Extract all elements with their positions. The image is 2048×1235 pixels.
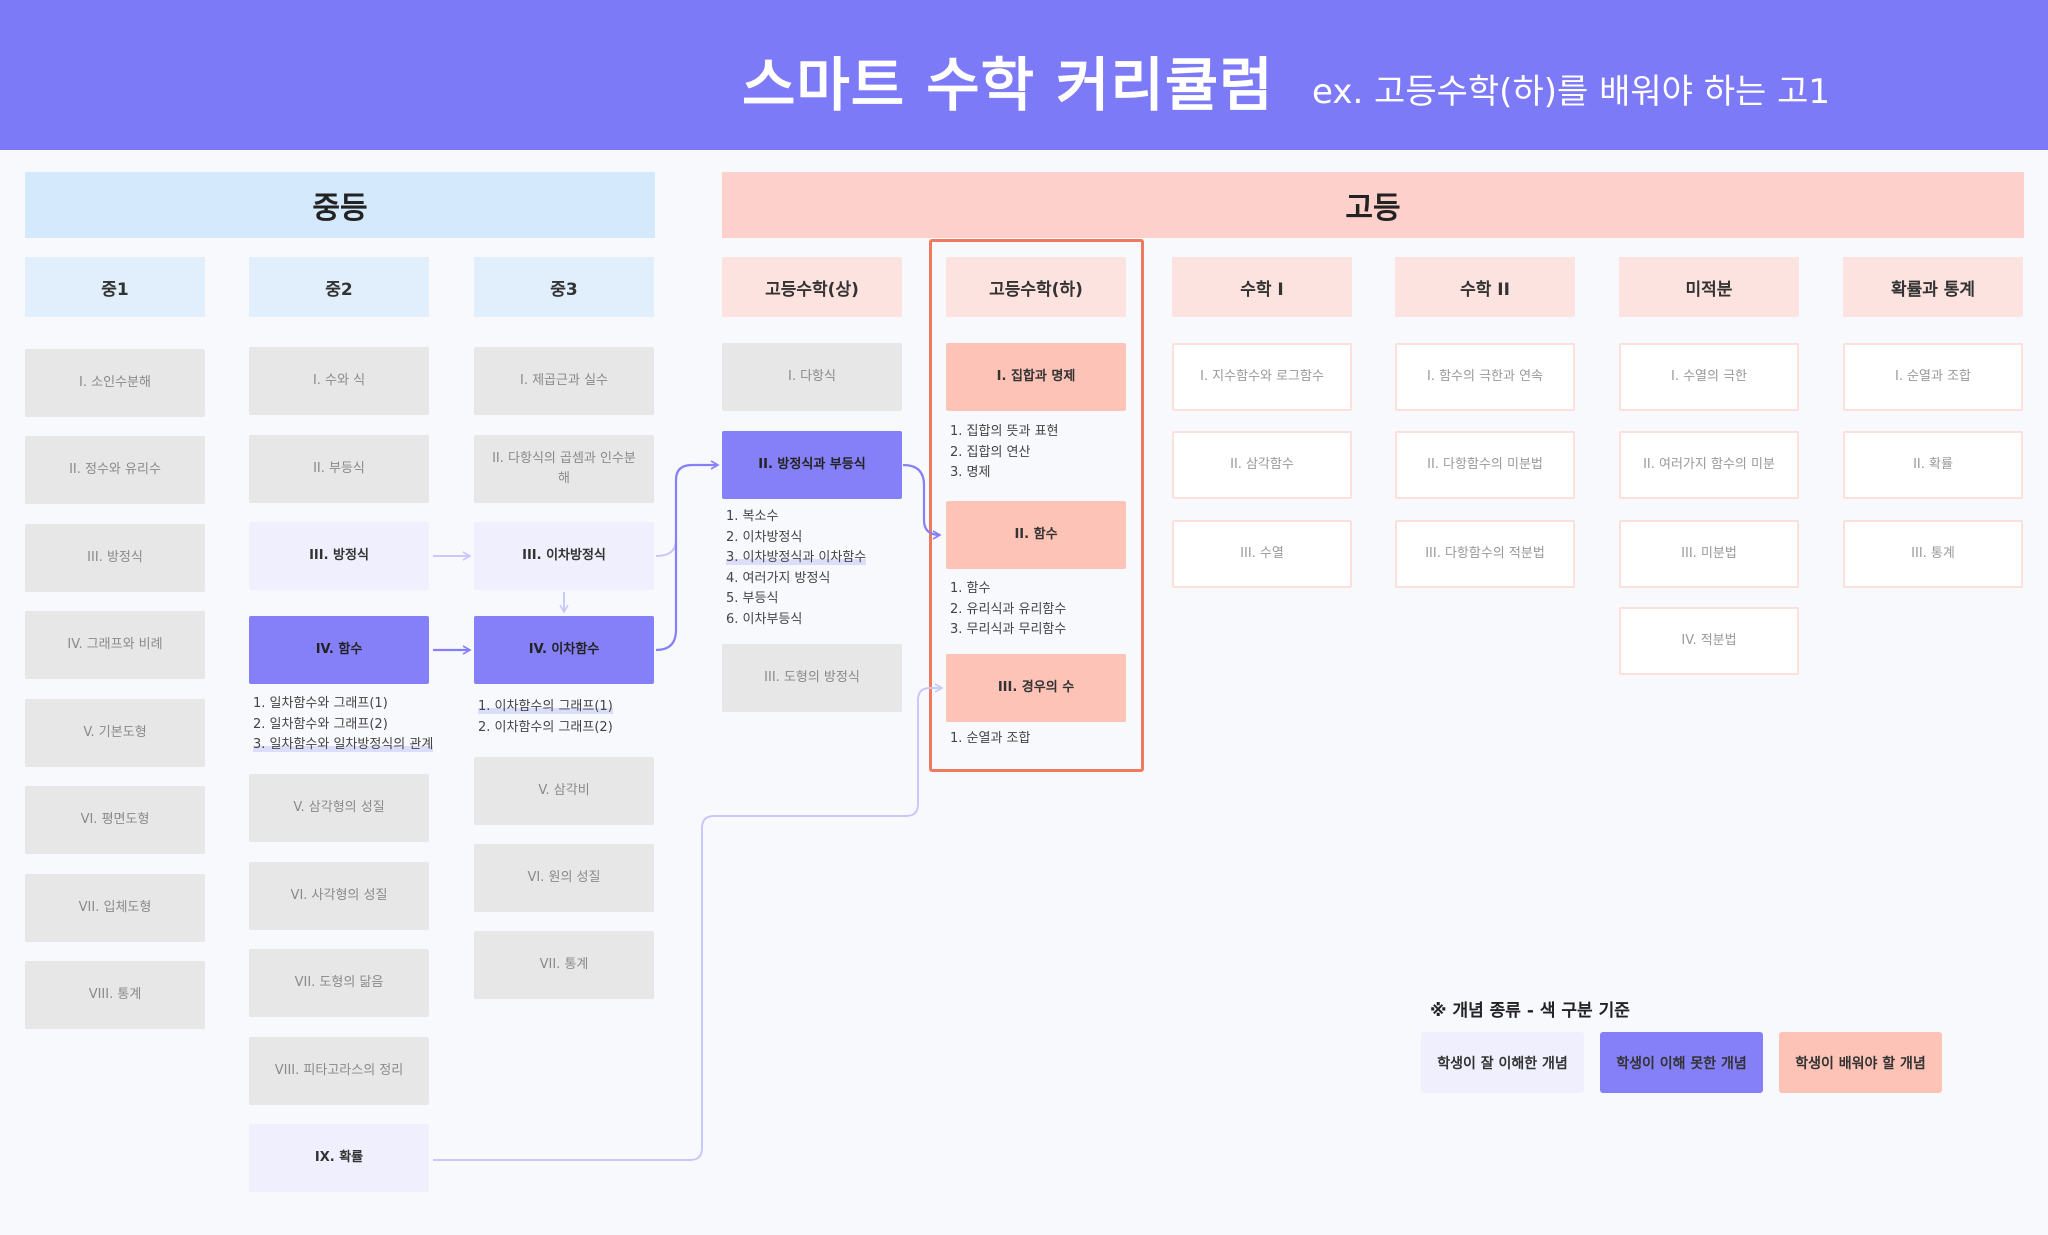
unit-box-m2-8[interactable]: VIII. 피타고라스의 정리 [249, 1037, 429, 1105]
unit-box-m1-3[interactable]: III. 방정식 [25, 524, 205, 592]
unit-box-h2-2[interactable]: II. 삼각함수 [1172, 431, 1352, 499]
subtopic-item: 3. 이차방정식과 이차함수 [726, 550, 867, 565]
unit-box-h2-1[interactable]: I. 지수함수와 로그함수 [1172, 343, 1352, 411]
subtopic-item: 1. 복소수 [726, 509, 779, 524]
unit-box-h3-1[interactable]: I. 함수의 극한과 연속 [1395, 343, 1575, 411]
column-header-h1: 고등수학(하) [946, 257, 1126, 317]
subtopic-item: 2. 집합의 연산 [950, 444, 1031, 460]
header-bar: 스마트 수학 커리큘럼 ex. 고등수학(하)를 배워야 하는 고1 [0, 0, 2048, 150]
column-header-h0: 고등수학(상) [722, 257, 902, 317]
unit-box-h1-1[interactable]: I. 집합과 명제 [946, 343, 1126, 411]
unit-box-h4-4[interactable]: IV. 적분법 [1619, 607, 1799, 675]
unit-box-m1-1[interactable]: I. 소인수분해 [25, 349, 205, 417]
subtopic-item: 1. 일차함수와 그래프(1) [253, 696, 388, 711]
subtopic-item: 3. 명제 [950, 465, 991, 480]
legend-not-understood: 학생이 이해 못한 개념 [1600, 1032, 1763, 1093]
subtopic-list-h1-sub2: 1. 함수 2. 유리식과 유리함수 3. 무리식과 무리함수 [950, 579, 1066, 641]
subtopic-list-h1-sub1: 1. 집합의 뜻과 표현 2. 집합의 연산 3. 명제 [950, 422, 1059, 484]
unit-box-h5-1[interactable]: I. 순열과 조합 [1843, 343, 2023, 411]
subtopic-item: 3. 일차함수와 일차방정식의 관계 [253, 737, 434, 752]
unit-box-h4-1[interactable]: I. 수열의 극한 [1619, 343, 1799, 411]
unit-box-m2-5[interactable]: V. 삼각형의 성질 [249, 774, 429, 842]
legend-understood: 학생이 잘 이해한 개념 [1421, 1032, 1584, 1093]
unit-box-m2-4[interactable]: IV. 함수 [249, 616, 429, 684]
unit-box-h0-1[interactable]: I. 다항식 [722, 343, 902, 411]
column-header-h3: 수학 II [1395, 257, 1575, 317]
unit-box-m3-6[interactable]: VI. 원의 성질 [474, 844, 654, 912]
unit-box-h1-2[interactable]: II. 함수 [946, 501, 1126, 569]
subtopic-item: 3. 무리식과 무리함수 [950, 622, 1067, 637]
subtopic-list-h1-sub3: 1. 순열과 조합 [950, 729, 1030, 750]
unit-box-h5-3[interactable]: III. 통계 [1843, 520, 2023, 588]
subtopic-item: 2. 이차방정식 [726, 529, 803, 545]
column-header-h5: 확률과 통계 [1843, 257, 2023, 317]
unit-box-m1-5[interactable]: V. 기본도형 [25, 699, 205, 767]
unit-box-m2-6[interactable]: VI. 사각형의 성질 [249, 862, 429, 930]
subtopic-item: 2. 일차함수와 그래프(2) [253, 716, 388, 732]
column-header-m3: 중3 [474, 257, 654, 317]
column-header-m1: 중1 [25, 257, 205, 317]
unit-box-m3-2[interactable]: II. 다항식의 곱셈과 인수분해 [474, 435, 654, 503]
unit-box-m2-9[interactable]: IX. 확률 [249, 1124, 429, 1192]
page-title: 스마트 수학 커리큘럼 [742, 51, 1274, 119]
arrow-m3-quad-eq-to-h0-eq [655, 464, 718, 557]
unit-box-m3-5[interactable]: V. 삼각비 [474, 757, 654, 825]
unit-box-h3-3[interactable]: III. 다항함수의 적분법 [1395, 520, 1575, 588]
legend-title: ※ 개념 종류 - 색 구분 기준 [1430, 1001, 1630, 1021]
unit-box-h2-3[interactable]: III. 수열 [1172, 520, 1352, 588]
subtopic-item: 1. 함수 [950, 581, 991, 596]
subtopic-item: 1. 집합의 뜻과 표현 [950, 424, 1059, 439]
section-middle-school: 중등 [25, 172, 655, 238]
subtopic-item: 2. 이차함수의 그래프(2) [478, 719, 613, 735]
unit-box-h4-2[interactable]: II. 여러가지 함수의 미분 [1619, 431, 1799, 499]
unit-box-h0-2[interactable]: II. 방정식과 부등식 [722, 431, 902, 499]
subtopic-item: 6. 이차부등식 [726, 611, 803, 627]
page-subtitle: ex. 고등수학(하)를 배워야 하는 고1 [1312, 72, 1830, 112]
subtopic-item: 4. 여러가지 방정식 [726, 570, 831, 586]
subtopic-item: 5. 부등식 [726, 591, 779, 606]
unit-box-h4-3[interactable]: III. 미분법 [1619, 520, 1799, 588]
arrow-m3-quad-fn-to-h0-eq [655, 460, 720, 652]
column-header-m2: 중2 [249, 257, 429, 317]
unit-box-h0-3[interactable]: III. 도형의 방정식 [722, 644, 902, 712]
unit-box-m3-1[interactable]: I. 제곱근과 실수 [474, 347, 654, 415]
unit-box-m1-6[interactable]: VI. 평면도형 [25, 786, 205, 854]
unit-box-m3-7[interactable]: VII. 통계 [474, 931, 654, 999]
subtopic-item: 2. 유리식과 유리함수 [950, 601, 1067, 617]
unit-box-h3-2[interactable]: II. 다항함수의 미분법 [1395, 431, 1575, 499]
subtopic-list-m2-sub: 1. 일차함수와 그래프(1) 2. 일차함수와 그래프(2) 3. 일차함수와 일… [253, 694, 434, 756]
unit-box-m2-3[interactable]: III. 방정식 [249, 522, 429, 590]
unit-box-m1-7[interactable]: VII. 입체도형 [25, 874, 205, 942]
section-high-school: 고등 [722, 172, 2024, 238]
unit-box-h5-2[interactable]: II. 확률 [1843, 431, 2023, 499]
subtopic-list-h0-sub: 1. 복소수 2. 이차방정식 3. 이차방정식과 이차함수 4. 여러가지 방정식 5… [726, 507, 867, 630]
unit-box-m3-3[interactable]: III. 이차방정식 [474, 522, 654, 590]
subtopic-item: 1. 이차함수의 그래프(1) [478, 699, 613, 714]
unit-box-m3-4[interactable]: IV. 이차함수 [474, 616, 654, 684]
unit-box-m1-8[interactable]: VIII. 통계 [25, 961, 205, 1029]
subtopic-item: 1. 순열과 조합 [950, 731, 1031, 746]
subtopic-list-m3-sub: 1. 이차함수의 그래프(1) 2. 이차함수의 그래프(2) [478, 697, 613, 738]
unit-box-m1-2[interactable]: II. 정수와 유리수 [25, 436, 205, 504]
unit-box-m2-2[interactable]: II. 부등식 [249, 435, 429, 503]
unit-box-m1-4[interactable]: IV. 그래프와 비례 [25, 611, 205, 679]
unit-box-h1-3[interactable]: III. 경우의 수 [946, 654, 1126, 722]
unit-box-m2-1[interactable]: I. 수와 식 [249, 347, 429, 415]
column-header-h4: 미적분 [1619, 257, 1799, 317]
legend-to-learn: 학생이 배워야 할 개념 [1779, 1032, 1942, 1093]
unit-box-m2-7[interactable]: VII. 도형의 닮음 [249, 949, 429, 1017]
column-header-h2: 수학 I [1172, 257, 1352, 317]
